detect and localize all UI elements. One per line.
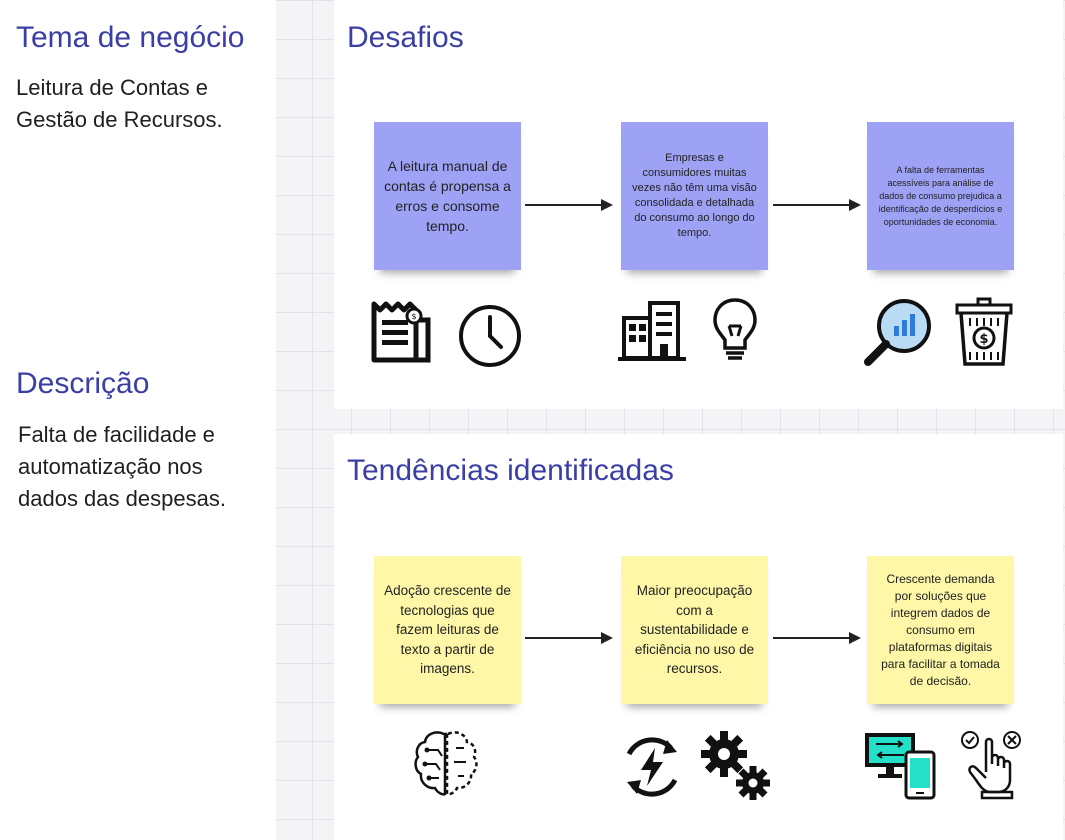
trend-note-3-text: Crescente demanda por soluções que integ… [881, 571, 1000, 688]
gears-icon [701, 731, 770, 800]
challenge-note-1-text: A leitura manual de contas é propensa a … [384, 158, 511, 234]
challenge-note-2-text: Empresas e consumidores muitas vezes não… [632, 152, 757, 239]
description-title: Descrição [16, 367, 150, 400]
trash-money-icon: $ [955, 297, 1013, 366]
business-theme-title: Tema de negócio [16, 21, 245, 54]
arrow-icon [773, 632, 861, 644]
challenge-note-3[interactable]: A falta de ferramentas acessíveis para a… [867, 122, 1014, 270]
arrow-icon [525, 632, 613, 644]
challenge-note-1[interactable]: A leitura manual de contas é propensa a … [374, 122, 521, 270]
devices-sync-icon [865, 733, 936, 800]
trend-note-1[interactable]: Adoção crescente de tecnologias que faze… [374, 556, 521, 704]
magnifier-chart-icon [864, 299, 931, 366]
receipt-icon: $ [371, 301, 431, 363]
trend-note-3[interactable]: Crescente demanda por soluções que integ… [867, 556, 1014, 704]
clock-icon [459, 305, 521, 367]
arrow-icon [773, 199, 861, 211]
trends-panel: Tendências identificadas Adoção crescent… [334, 434, 1063, 840]
challenge-note-2[interactable]: Empresas e consumidores muitas vezes não… [621, 122, 768, 270]
lightbulb-icon [713, 298, 757, 360]
challenges-title: Desafios [347, 21, 464, 54]
trend-note-2-text: Maior preocupação com a sustentabilidade… [634, 583, 755, 677]
arrow-icon [525, 199, 613, 211]
svg-text:$: $ [411, 312, 416, 321]
description-text: Falta de facilidade e automatização nos … [18, 422, 226, 511]
sidebar-panel: Tema de negócio Leitura de Contas e Gest… [0, 0, 276, 840]
trend-note-1-text: Adoção crescente de tecnologias que faze… [384, 583, 511, 677]
building-icon [618, 301, 686, 361]
business-theme-text: Leitura de Contas e Gestão de Recursos. [16, 75, 223, 132]
challenges-panel: Desafios A leitura manual de contas é pr… [334, 0, 1063, 409]
brain-circuit-icon [414, 731, 478, 796]
challenge-note-3-text: A falta de ferramentas acessíveis para a… [878, 164, 1003, 227]
trends-title: Tendências identificadas [347, 454, 674, 487]
hand-choice-icon [961, 731, 1021, 800]
svg-text:$: $ [979, 332, 988, 347]
trend-note-2[interactable]: Maior preocupação com a sustentabilidade… [621, 556, 768, 704]
renewable-energy-icon [626, 737, 678, 797]
